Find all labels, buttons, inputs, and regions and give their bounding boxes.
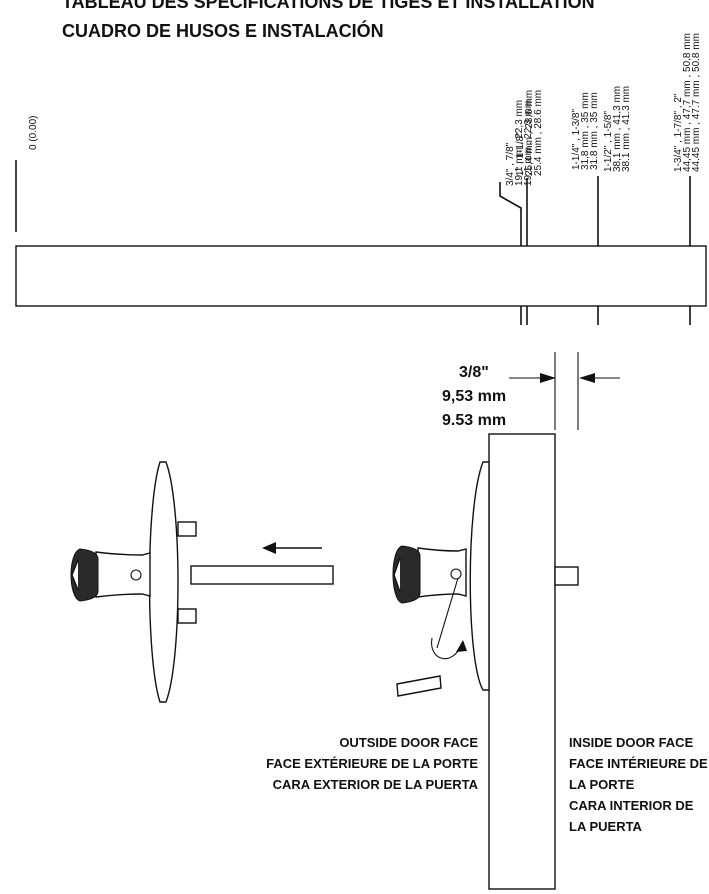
rotation-arrow-icon <box>431 637 463 660</box>
spindle-spec-3-4-7-8: 3/4" , 7/8" 19,1 mm , 22,3 mm 19.1 mm , … <box>505 97 534 186</box>
rose-plate-exploded <box>148 461 179 703</box>
allen-wrench-shaft <box>436 577 459 649</box>
handle-shank-installed <box>417 547 467 598</box>
svg-text:LA PORTE: LA PORTE <box>569 777 635 792</box>
allen-wrench-icon <box>396 675 442 697</box>
svg-text:1-3/4" , 1-7/8" , 2" 44,: 1-3/4" , 1-7/8" , 2" 44,45 mm , 47,7 mm … <box>673 30 702 172</box>
door-slab <box>488 433 556 890</box>
spec-leader-1 <box>499 182 522 236</box>
svg-text:1-1/4" , 1-3/8" 31,8 mm: 1-1/4" , 1-3/8" 31,8 mm , 35 mm 31.8 mm … <box>571 89 600 170</box>
title-french: TABLEAU DES SPÉCIFICATIONS DE TIGES ET I… <box>62 0 595 12</box>
rose-plate-installed <box>469 461 490 691</box>
dimension-inches: 3/8" <box>459 364 489 381</box>
spindle-stub <box>554 566 579 586</box>
outside-door-face-label: OUTSIDE DOOR FACE FACE EXTÉRIEURE DE LA … <box>266 735 479 792</box>
spindle-spec-1-1-1-8: 1" , 1-1/8" 25,4 mm , 28,6 mm 25.4 mm , … <box>515 87 544 176</box>
setscrew-installed-icon <box>450 568 462 580</box>
installed-handle-assembly <box>392 461 490 697</box>
svg-text:CARA INTERIOR DE: CARA INTERIOR DE <box>569 798 694 813</box>
spindle-spec-1-3-4-2: 1-3/4" , 1-7/8" , 2" 44,45 mm , 47,7 mm … <box>673 30 702 172</box>
svg-text:1-1/2" , 1-5/8" 38,1 mm: 1-1/2" , 1-5/8" 38,1 mm , 41,3 mm 38.1 m… <box>603 83 632 172</box>
svg-text:LA PUERTA: LA PUERTA <box>569 819 643 834</box>
spindle-spec-1-1-4-1-3-8: 1-1/4" , 1-3/8" 31,8 mm , 35 mm 31.8 mm … <box>571 89 600 170</box>
svg-text:OUTSIDE DOOR FACE: OUTSIDE DOOR FACE <box>339 735 478 750</box>
mounting-post-top <box>177 521 197 537</box>
svg-text:CARA EXTERIOR DE LA PUERTA: CARA EXTERIOR DE LA PUERTA <box>273 777 479 792</box>
scale-zero-label: 0 (0.00) <box>28 116 39 150</box>
title-spanish: CUADRO DE HUSOS E INSTALACIÓN <box>62 20 384 41</box>
inside-door-face-label: INSIDE DOOR FACE FACE INTÉRIEURE DE LA P… <box>569 735 708 834</box>
svg-text:FACE INTÉRIEURE DE: FACE INTÉRIEURE DE <box>569 756 708 771</box>
svg-text:3/4" , 7/8" 19,1 mm , 22: 3/4" , 7/8" 19,1 mm , 22,3 mm 19.1 mm , … <box>505 97 534 186</box>
spindle-scale-bar <box>15 245 707 307</box>
spindle-exploded <box>190 565 334 585</box>
dimension-mm-comma: 9,53 mm <box>442 388 506 405</box>
mounting-post-bottom <box>177 608 197 624</box>
dimension-mm-dot: 9.53 mm <box>442 412 506 429</box>
exploded-handle-assembly <box>70 461 334 703</box>
setscrew-icon <box>130 569 142 581</box>
spindle-spec-1-1-2-1-5-8: 1-1/2" , 1-5/8" 38,1 mm , 41,3 mm 38.1 m… <box>603 83 632 172</box>
svg-text:FACE EXTÉRIEURE DE LA PORTE: FACE EXTÉRIEURE DE LA PORTE <box>266 756 478 771</box>
svg-text:INSIDE DOOR FACE: INSIDE DOOR FACE <box>569 735 694 750</box>
handle-shank-exploded <box>95 551 151 598</box>
svg-text:1" , 1-1/8" 25,4 mm , 28: 1" , 1-1/8" 25,4 mm , 28,6 mm 25.4 mm , … <box>515 87 544 176</box>
